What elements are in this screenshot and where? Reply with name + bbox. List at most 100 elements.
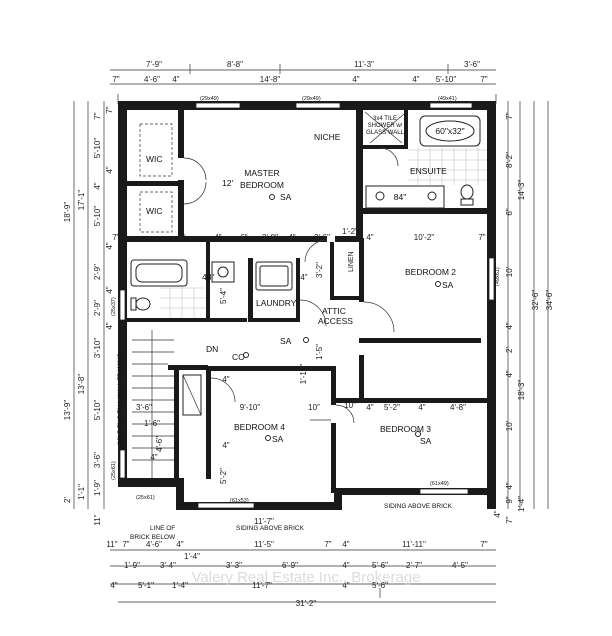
dim-label: 4" bbox=[150, 453, 157, 462]
dim-label: 4" bbox=[105, 286, 114, 293]
dim-label: 4" bbox=[342, 540, 349, 549]
dim-label: 7" bbox=[112, 233, 119, 242]
dim-label: 4" bbox=[105, 166, 114, 173]
dim-label: 1'-9" bbox=[93, 480, 102, 496]
stair-wall-note: (10) P ENG TALL WALL FRAMING bbox=[118, 353, 124, 446]
dim-label: 2' bbox=[63, 497, 72, 503]
vanity-size-label: 84" bbox=[394, 192, 406, 202]
dim-label: 9" bbox=[505, 496, 514, 503]
siding-note-1: SIDING ABOVE BRICK bbox=[384, 503, 453, 510]
dim-label: 3'-6" bbox=[93, 452, 102, 468]
attic-label-1: ATTIC bbox=[322, 306, 346, 316]
dim-label: 2'-9" bbox=[93, 300, 102, 316]
brick-note-2: BRICK BELOW bbox=[130, 534, 176, 541]
ensuite-tile-grid bbox=[408, 146, 487, 185]
dim-label: 11'-5" bbox=[254, 540, 274, 549]
siding-note-2: SIDING ABOVE BRICK bbox=[236, 525, 305, 532]
dim-label: 8'-8" bbox=[227, 60, 243, 69]
bedroom-3-label: BEDROOM 3 bbox=[380, 424, 431, 434]
dim-label: 7" bbox=[122, 540, 129, 549]
dim-label: 4" bbox=[418, 403, 425, 412]
dim-label: 5'-2" bbox=[219, 468, 228, 484]
dim-label: 6'-9" bbox=[282, 561, 298, 570]
dim-label: 7'-9" bbox=[146, 60, 162, 69]
dim-label: 4" bbox=[110, 581, 117, 590]
co-label: CO bbox=[232, 352, 245, 362]
windows bbox=[119, 102, 495, 509]
dim-label: 4" bbox=[493, 510, 502, 517]
master-bedroom-label: MASTER bbox=[244, 168, 279, 178]
dim-label: 4" bbox=[93, 182, 102, 189]
dim-label: 1'-9" bbox=[124, 561, 140, 570]
dim-label: 4'-6" bbox=[146, 540, 162, 549]
dim-label: 14'-3" bbox=[517, 180, 526, 201]
dim-label: 2'-9" bbox=[93, 264, 102, 280]
dim-label: 13'-8" bbox=[77, 374, 86, 395]
dim-label: 4" bbox=[105, 322, 114, 329]
dim-label: 3'-4" bbox=[160, 561, 176, 570]
dim-label: 4" bbox=[105, 242, 114, 249]
header-size: (25x61) bbox=[111, 461, 117, 480]
door-swings bbox=[183, 147, 399, 424]
header-size: (49x41) bbox=[438, 96, 457, 102]
wic-bottom-label: WIC bbox=[146, 206, 163, 216]
dim-label: 3'-10" bbox=[93, 338, 102, 359]
dim-label: 4" bbox=[222, 375, 229, 384]
dim-label: 4" bbox=[178, 233, 185, 242]
dim-label: 1'-4" bbox=[517, 496, 526, 512]
dim-label: 14'-8" bbox=[260, 75, 281, 84]
dim-label: 11" bbox=[93, 514, 102, 525]
dim-label: 10' bbox=[505, 266, 514, 277]
dim-label: 3'-2" bbox=[315, 262, 324, 278]
dim-label: 7" bbox=[505, 112, 514, 119]
header-size: (29x49) bbox=[302, 96, 321, 102]
dim-label: 5'-10" bbox=[93, 138, 102, 159]
header-size: (25x37) bbox=[111, 297, 117, 316]
dim-label: 1'-4" bbox=[184, 552, 200, 561]
master-sa-label: SA bbox=[280, 192, 292, 202]
dim-label: 32'-6" bbox=[531, 290, 540, 311]
dim-label: 1'-2" bbox=[342, 227, 358, 236]
dim-label: 1'-4" bbox=[172, 581, 188, 590]
header-size: (25x61) bbox=[136, 495, 155, 501]
attic-label-2: ACCESS bbox=[318, 316, 353, 326]
smoke-alarm-icon bbox=[265, 435, 271, 441]
total-width-label: 31'-2" bbox=[296, 599, 317, 608]
dim-label: 1'-6" bbox=[144, 419, 160, 428]
dim-label: 7" bbox=[478, 233, 485, 242]
bath-tile-grid bbox=[160, 287, 205, 318]
dim-label: 7" bbox=[324, 540, 331, 549]
dim-label: 17'-1" bbox=[77, 190, 86, 211]
dim-label: 5'-10" bbox=[436, 75, 457, 84]
fixtures bbox=[119, 102, 495, 509]
header-size: (61x49) bbox=[430, 481, 449, 487]
dim-label: 8'-2" bbox=[505, 152, 514, 168]
dim-label: 1'-1" bbox=[77, 484, 86, 500]
sink-size-label: 48" bbox=[202, 272, 214, 282]
dim-label: 3'-6" bbox=[136, 403, 152, 412]
top-dimensions: 7'-9" 8'-8" 11'-3" 3'-6" 7" 4'-6" 4" 14'… bbox=[112, 60, 487, 84]
dim-label: 7" bbox=[112, 75, 119, 84]
master-bedroom-label-2: BEDROOM bbox=[240, 180, 284, 190]
shower-label-2: SHOWER w/ bbox=[368, 123, 403, 129]
shower-label-3: GLASS WALL bbox=[366, 130, 404, 136]
room-labels: MASTER BEDROOM SA 12' ENSUITE 3x4 TILE S… bbox=[118, 116, 465, 541]
dim-label: 1'-5" bbox=[315, 344, 324, 360]
left-dimensions: 18'-9" 13'-9" 2' 17'-1" 13'-8" 1'-1" 7" … bbox=[63, 106, 114, 525]
smoke-alarm-icon bbox=[303, 337, 309, 343]
wic-top-label: WIC bbox=[146, 154, 163, 164]
linen-label: LINEN bbox=[348, 251, 355, 272]
dim-label: 5'-6" bbox=[372, 561, 388, 570]
dim-label: 7" bbox=[480, 540, 487, 549]
dim-label: 2' bbox=[505, 347, 514, 353]
watermark-text: Valery Real Estate Inc., Brokerage bbox=[192, 569, 421, 586]
dim-label: 4'-5" bbox=[452, 561, 468, 570]
bedroom-2-label: BEDROOM 2 bbox=[405, 267, 456, 277]
dim-label: 11" bbox=[106, 540, 117, 549]
dim-label: 4" bbox=[352, 75, 359, 84]
dim-label: 9'-10" bbox=[240, 403, 261, 412]
dim-label: 10" bbox=[344, 401, 356, 410]
dim-label: 5'-10" bbox=[93, 400, 102, 421]
dim-label: 4" bbox=[505, 322, 514, 329]
